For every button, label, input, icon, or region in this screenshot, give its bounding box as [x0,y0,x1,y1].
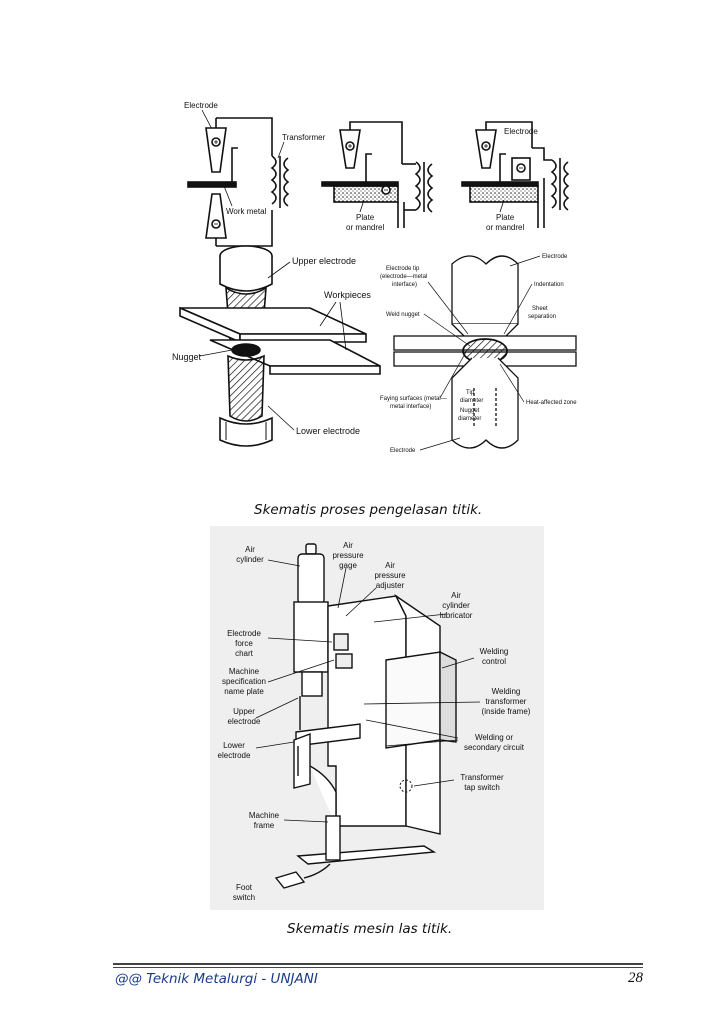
label-welding-circuit-2: secondary circuit [464,743,525,752]
footer-rule [113,963,643,965]
label-machine-spec-3: name plate [224,687,264,696]
label-machine-frame: Machine [249,811,280,820]
label-electrode-right: Electrode [542,254,568,260]
label-air-cylinder-lubricator-3: lubricator [440,611,473,620]
label-workpieces: Workpieces [324,290,371,300]
label-heat-affected-zone: Heat-affected zone [526,400,577,406]
label-sheet-separation-2: separation [528,314,556,320]
label-welding-transformer: Welding [492,687,521,696]
weld-cross-section-diagram [393,255,577,449]
label-air-pressure-gage-2: pressure [332,551,364,560]
label-air-cylinder-lubricator-2: cylinder [442,601,470,610]
spot-weld-3d-labels: Upper electrode Workpieces Nugget Lower … [172,256,371,436]
spot-weld-3d-diagram [179,245,381,447]
label-welding-control-2: control [482,657,506,666]
label-nugget-diameter: Nugget [460,408,480,414]
label-electrode: Electrode [184,101,218,110]
label-electrode-bottom: Electrode [390,448,416,454]
label-air-pressure-adjuster-2: pressure [374,571,406,580]
label-foot-switch: Foot [236,883,253,892]
machine-callout-lines [255,559,481,823]
figure-1-caption: Skematis proses pengelasan titik. [254,502,483,518]
label-welding-control: Welding [480,647,509,656]
label-upper-electrode: Upper [233,707,255,716]
label-indentation: Indentation [534,282,564,288]
label-faying-surfaces-2: metal interface) [390,404,431,410]
label-machine-spec: Machine [229,667,260,676]
spot-welding-process-figure: Electrode Transformer Work metal [172,101,577,454]
label-foot-switch-2: switch [233,893,255,902]
footer-institution: @@ Teknik Metalurgi - UNJANI [115,971,318,987]
label-lower-electrode: Lower [223,741,245,750]
label-electrode-2: Electrode [504,127,538,136]
label-electrode-force-chart: Electrode [227,629,261,638]
weld-cross-section-labels: Electrode Electrode tip (electrode—metal… [380,254,577,454]
page-footer: @@ Teknik Metalurgi - UNJANI 28 [113,961,643,991]
label-welding-circuit: Welding or [475,733,513,742]
label-lower-electrode: Lower electrode [296,426,360,436]
label-weld-nugget: Weld nugget [386,312,420,318]
label-plate-1: Plate [356,213,375,222]
label-nugget: Nugget [172,352,202,362]
label-welding-transformer-3: (inside frame) [482,707,531,716]
label-nugget-diameter-2: diameter [458,416,481,422]
label-air-pressure-adjuster-3: adjuster [376,581,405,590]
label-air-cylinder-lubricator: Air [451,591,461,600]
label-electrode-force-chart-3: chart [235,649,254,658]
label-mandrel-1: or mandrel [346,223,384,232]
label-electrode-tip-2: (electrode—metal [380,274,427,280]
label-welding-transformer-2: transformer [486,697,527,706]
label-upper-electrode-2: electrode [228,717,261,726]
direct-weld-diagram: Electrode Transformer Work metal [184,101,326,247]
label-air-cylinder-2: cylinder [236,555,264,564]
label-machine-spec-2: specification [222,677,266,686]
label-upper-electrode: Upper electrode [292,256,356,266]
machine-drawing [274,543,457,889]
label-transformer-tap-switch: Transformer [460,773,504,782]
page-number: 28 [628,970,643,986]
label-plate-2: Plate [496,213,515,222]
label-sheet-separation: Sheet [532,306,548,312]
mandrel-weld-diagram: Plate or mandrel [321,121,434,232]
label-air-pressure-gage: Air [343,541,353,550]
label-faying-surfaces: Faying surfaces (metal— [380,396,447,402]
label-air-pressure-gage-3: gage [339,561,357,570]
label-transformer-tap-switch-2: tap switch [464,783,500,792]
label-transformer: Transformer [282,133,326,142]
spot-welding-machine-figure: Air cylinder Air pressure gage Air press… [210,526,544,910]
label-mandrel-2: or mandrel [486,223,524,232]
series-weld-diagram: Electrode Plate or mandrel [461,121,570,232]
label-work-metal: Work metal [226,207,267,216]
footer-rule-thin [113,967,643,968]
label-machine-frame-2: frame [254,821,275,830]
label-tip-diameter-2: diameter [460,398,483,404]
machine-labels: Air cylinder Air pressure gage Air press… [218,541,531,902]
figure-2-caption: Skematis mesin las titik. [287,921,453,937]
label-electrode-tip: Electrode tip [386,266,420,272]
label-tip-diameter: Tip [466,390,475,396]
label-lower-electrode-2: electrode [218,751,251,760]
label-electrode-force-chart-2: force [235,639,253,648]
label-air-pressure-adjuster: Air [385,561,395,570]
label-electrode-tip-3: interface) [392,282,417,288]
label-air-cylinder: Air [245,545,255,554]
